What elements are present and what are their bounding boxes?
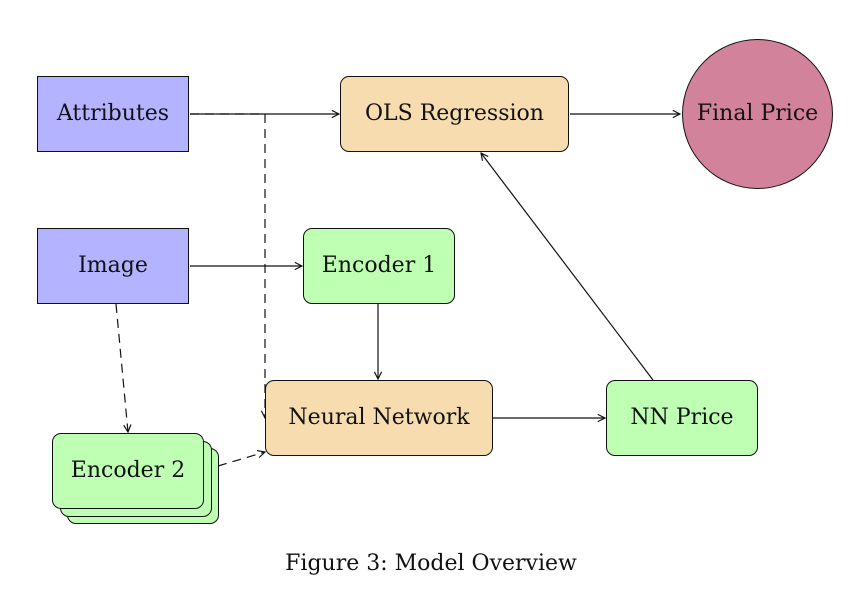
- attributes-node: Attributes: [37, 76, 189, 152]
- encoder2-label: Encoder 2: [70, 458, 186, 483]
- edge-nn-price-to-ols: [481, 153, 654, 381]
- neural-network-node: Neural Network: [265, 380, 493, 456]
- final-price-node: Final Price: [682, 39, 833, 189]
- ols-regression-label: OLS Regression: [365, 101, 544, 126]
- edge-image-to-encoder2: [115, 303, 128, 432]
- figure-caption: Figure 3: Model Overview: [285, 551, 577, 576]
- neural-network-label: Neural Network: [288, 405, 470, 430]
- nn-price-label: NN Price: [630, 405, 734, 430]
- encoder1-node: Encoder 1: [303, 228, 455, 304]
- encoder2-node: Encoder 2: [52, 433, 204, 509]
- final-price-label: Final Price: [696, 101, 819, 126]
- ols-regression-node: OLS Regression: [340, 76, 569, 152]
- image-node: Image: [37, 228, 189, 304]
- image-label: Image: [78, 253, 148, 278]
- edge-encoder2-to-neural-network: [217, 452, 265, 467]
- attributes-label: Attributes: [56, 101, 170, 126]
- encoder1-label: Encoder 1: [321, 253, 437, 278]
- nn-price-node: NN Price: [606, 380, 758, 456]
